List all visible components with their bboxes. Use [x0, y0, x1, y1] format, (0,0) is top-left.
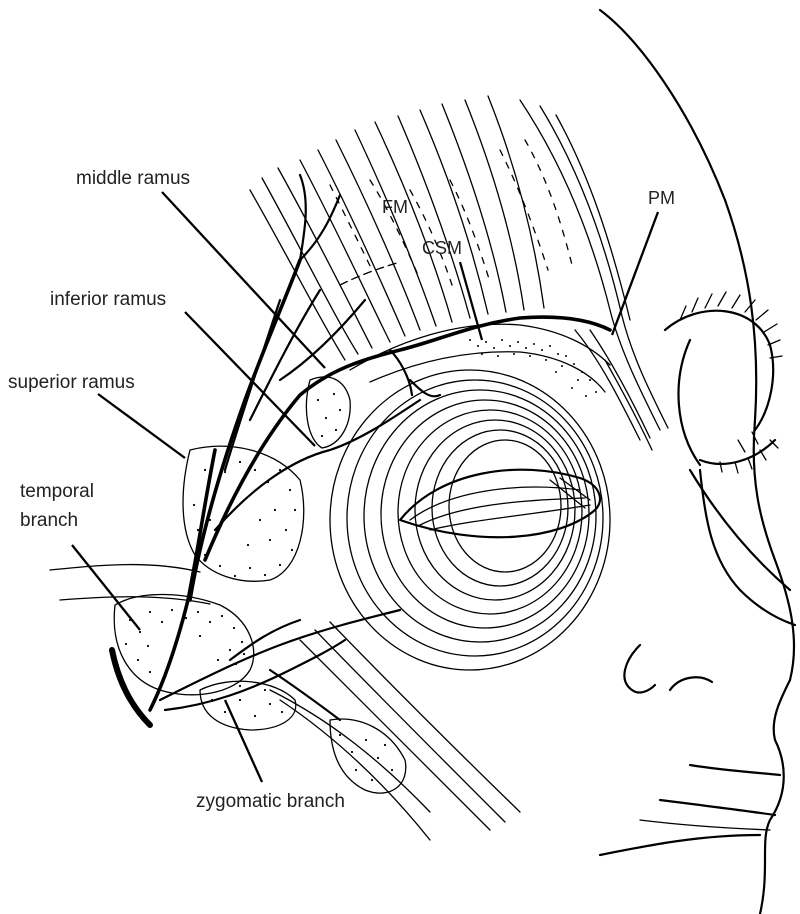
eyelid-lower — [700, 440, 775, 464]
leader-middle-ramus — [162, 192, 325, 368]
lower-zygomatic-nerve — [165, 640, 345, 710]
orbit-fat-pad-outline — [306, 377, 350, 448]
eyelashes-upper — [680, 292, 782, 358]
inferior-ramus-nerve — [215, 400, 420, 530]
leader-temporal-branch — [72, 545, 140, 630]
leader-superior-ramus — [98, 394, 185, 458]
upper-lip — [690, 765, 780, 775]
nose-ala — [624, 645, 655, 693]
label-pm: PM — [648, 188, 675, 208]
label-csm: CSM — [422, 238, 462, 258]
nasolabial-fold — [690, 470, 790, 590]
label-fm: FM — [382, 197, 408, 217]
label-middle-ramus: middle ramus — [76, 168, 190, 189]
superior-ramus-nerve — [190, 260, 300, 600]
frontalis-muscle-fibres — [250, 96, 572, 360]
profile-eye — [665, 292, 782, 473]
label-inferior-ramus: inferior ramus — [50, 289, 166, 310]
temporal-branch-nerve — [150, 450, 215, 710]
orbicularis-oculi — [330, 370, 610, 670]
label-superior-ramus: superior ramus — [8, 372, 135, 393]
leader-zygomatic-branch — [225, 700, 262, 782]
upper-fat-pad-outline — [183, 446, 304, 581]
cheek-fat-pad-outline — [330, 719, 406, 793]
mouth-corner — [600, 835, 760, 855]
nerve-twig-4 — [300, 175, 306, 260]
label-zygomatic-branch: zygomatic branch — [196, 791, 345, 812]
leader-pm — [612, 212, 658, 335]
lip-line — [640, 820, 770, 830]
leader-lines — [72, 192, 658, 782]
corrugator-stipple — [469, 339, 597, 397]
eyelashes-lower — [720, 432, 778, 473]
nerve-main-trunk — [112, 650, 150, 725]
eye-globe-edge — [679, 340, 700, 465]
label-temporal-line2: branch — [20, 510, 78, 531]
nerve-twig-1 — [225, 300, 280, 470]
zygomatic-branch-nerve — [160, 610, 400, 700]
lower-lip — [660, 800, 775, 815]
nerve-twig-9 — [230, 620, 300, 660]
nostril — [670, 677, 712, 690]
procerus-muscle-fibres — [520, 100, 668, 450]
label-temporal-line1: temporal — [20, 481, 94, 502]
